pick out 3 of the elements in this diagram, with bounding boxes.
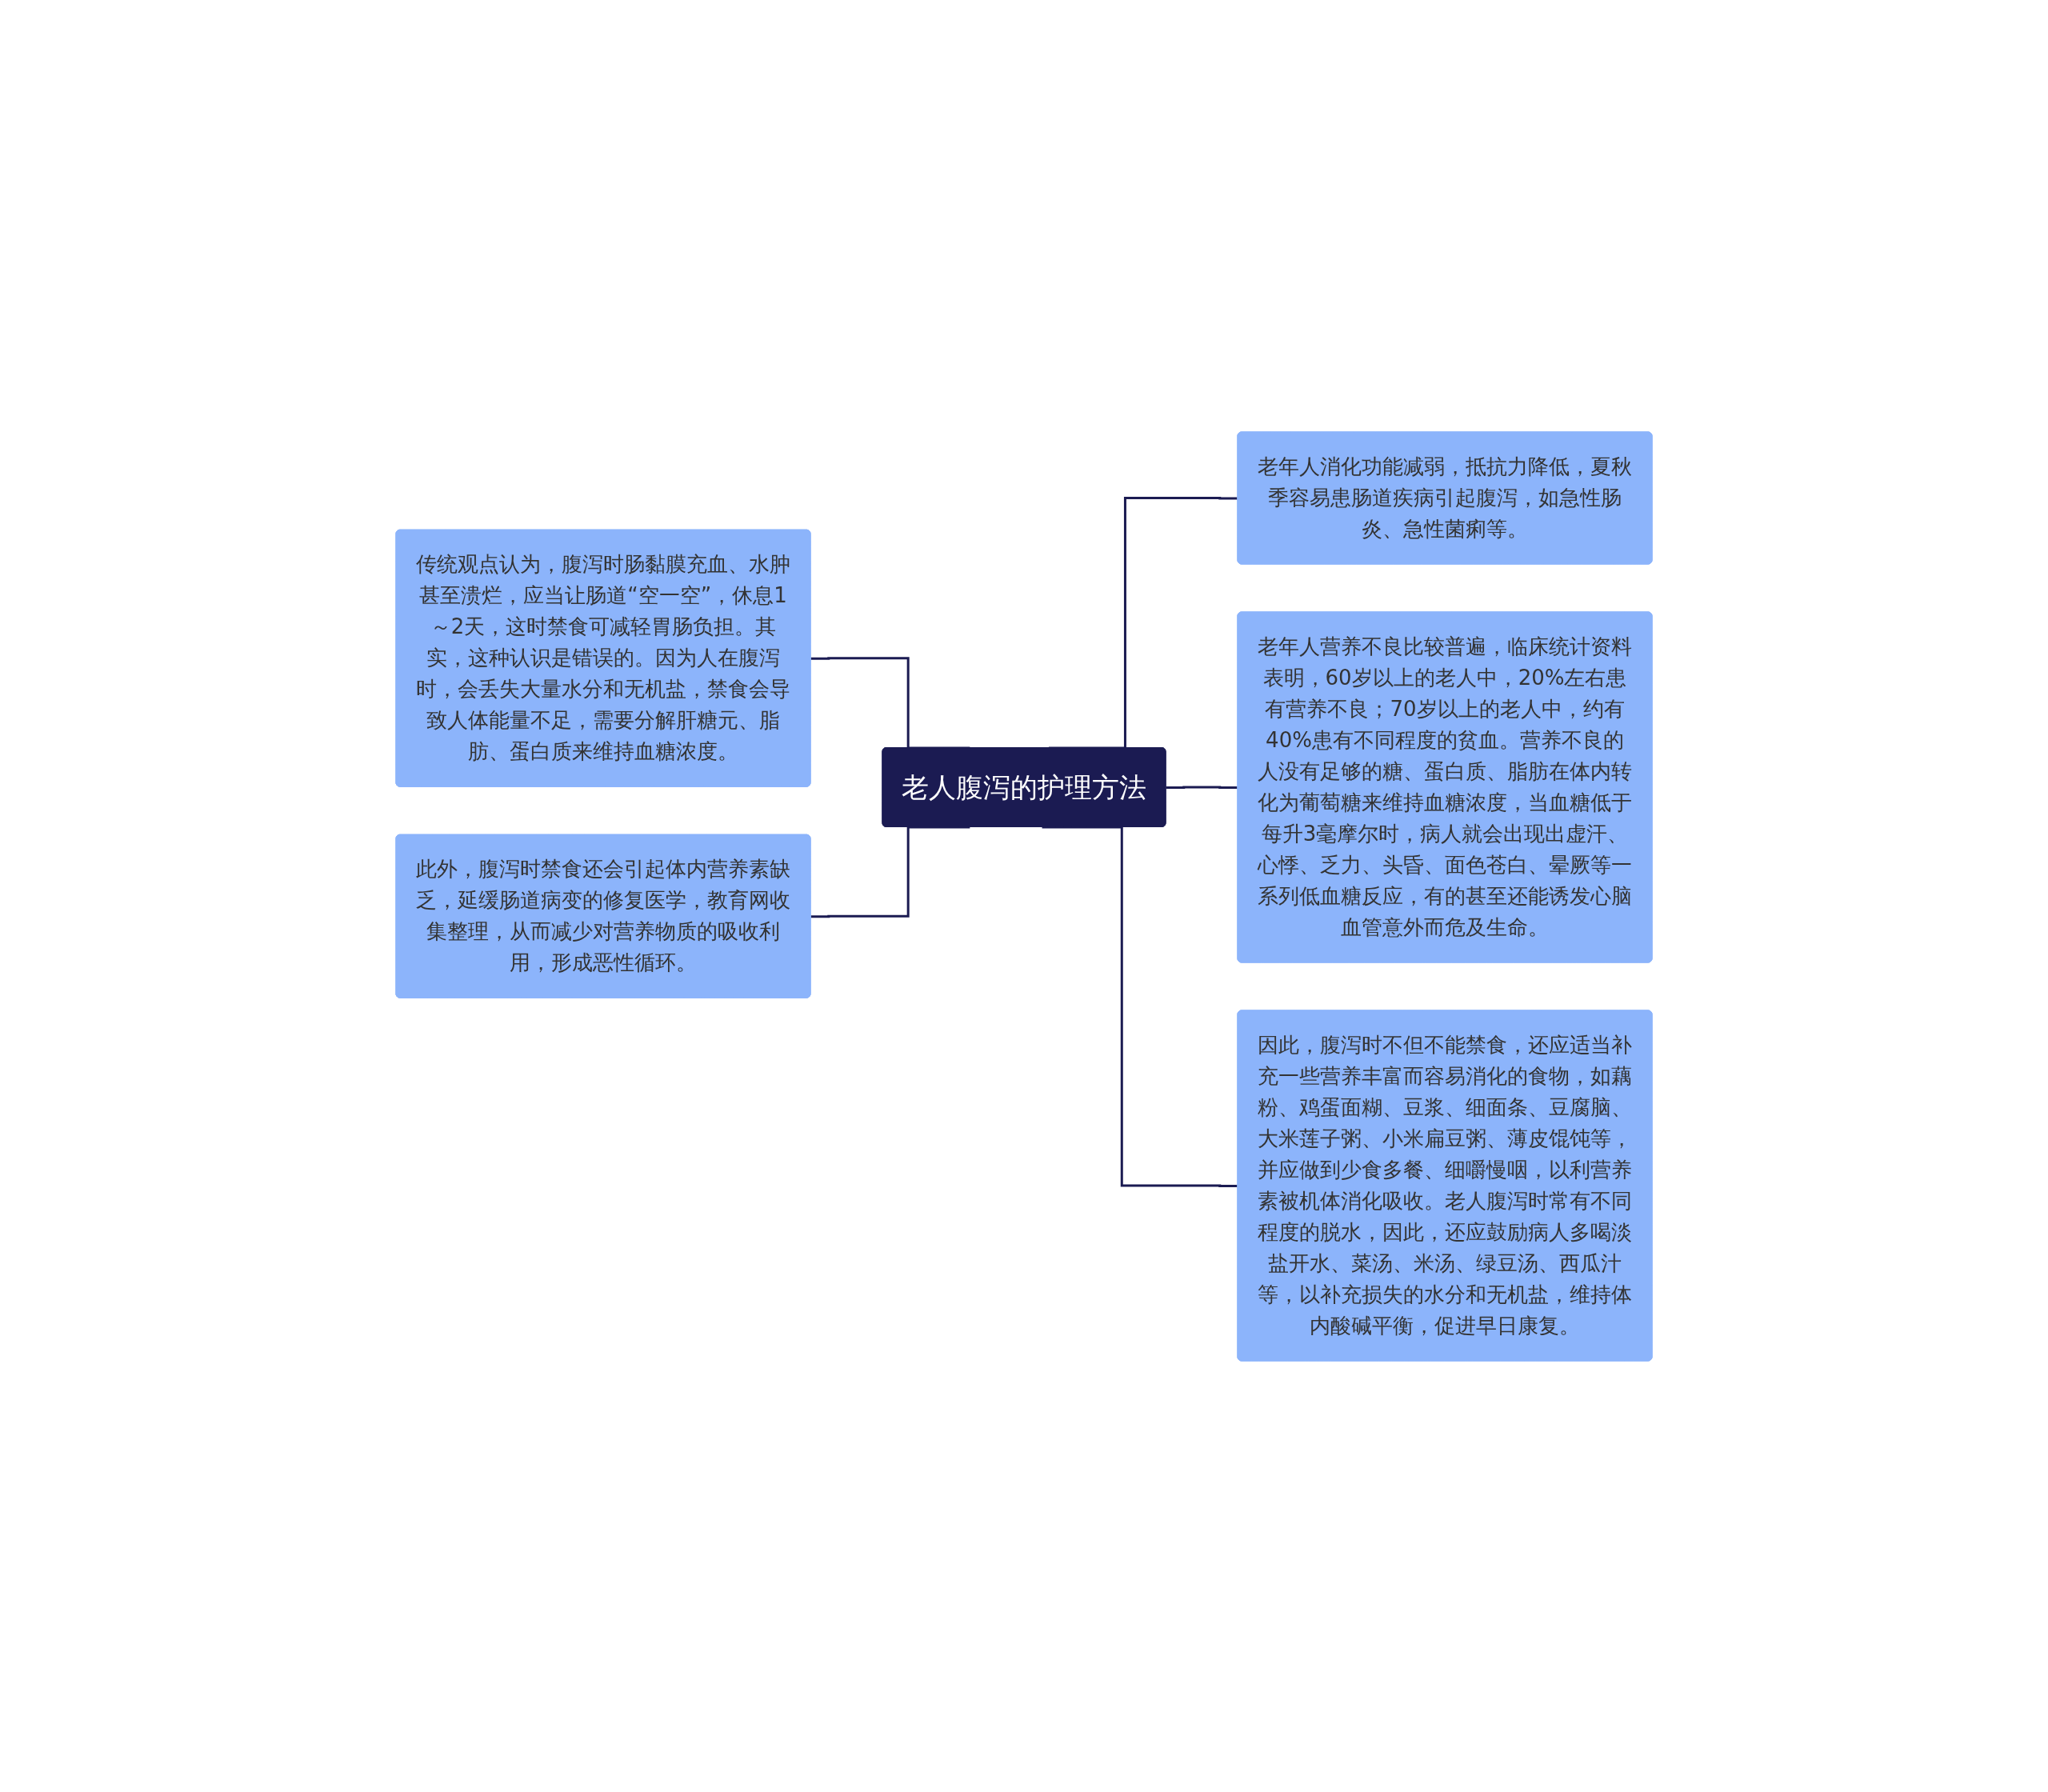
connector (1166, 786, 1238, 789)
connector (1042, 826, 1238, 1187)
connector (810, 826, 970, 918)
